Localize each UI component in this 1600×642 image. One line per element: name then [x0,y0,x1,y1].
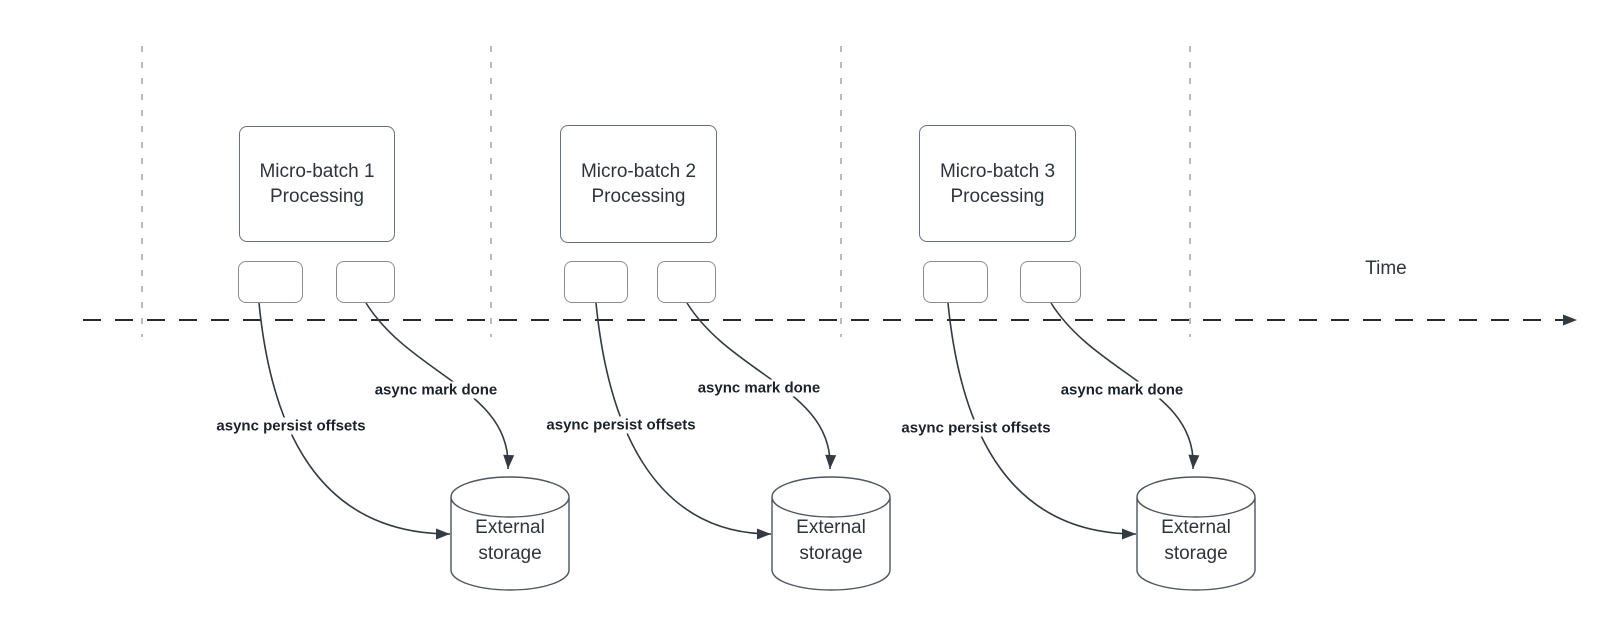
persist-offsets-arrow-2 [595,302,772,540]
mark-done-label-1: async mark done [371,381,501,399]
batch-subtitle-line: Processing [270,186,364,207]
batch-title-line: Micro-batch 3 [939,160,1056,182]
storage-label-1: External storage [475,517,545,564]
batch-subtitle-line: Processing [950,185,1045,207]
offset-task-box-1 [238,261,303,303]
external-storage-cylinder-2 [771,476,891,591]
storage-label-3: External storage [1161,517,1231,564]
persist-offsets-arrow-3 [947,302,1137,540]
mark-done-label-2: async mark done [694,379,824,397]
mark-done-label-3: async mark done [1057,381,1187,399]
micro-batch-2-box: Micro-batch 2 Processing [560,125,717,243]
persist-offsets-arrow-1 [258,302,451,540]
offset-task-box-3 [923,261,988,303]
time-label: Time [1365,258,1407,279]
storage-label-2: External storage [796,517,866,564]
done-task-box-3 [1020,261,1081,303]
batch-subtitle-line: Processing [591,186,686,207]
done-task-box-2 [657,261,716,303]
batch-title-line: Micro-batch 2 [580,161,697,182]
external-storage-cylinder-1 [450,476,570,591]
batch-title-line: Micro-batch 1 [259,161,375,182]
persist-offsets-label-3: async persist offsets [898,419,1054,437]
micro-batch-1-box: Micro-batch 1 Processing [239,126,395,242]
persist-offsets-label-2: async persist offsets [543,416,699,434]
external-storage-cylinder-3 [1136,476,1256,591]
done-task-box-1 [336,261,395,303]
persist-offsets-label-1: async persist offsets [213,417,369,435]
micro-batch-3-box: Micro-batch 3 Processing [919,125,1076,242]
offset-task-box-2 [564,261,628,303]
